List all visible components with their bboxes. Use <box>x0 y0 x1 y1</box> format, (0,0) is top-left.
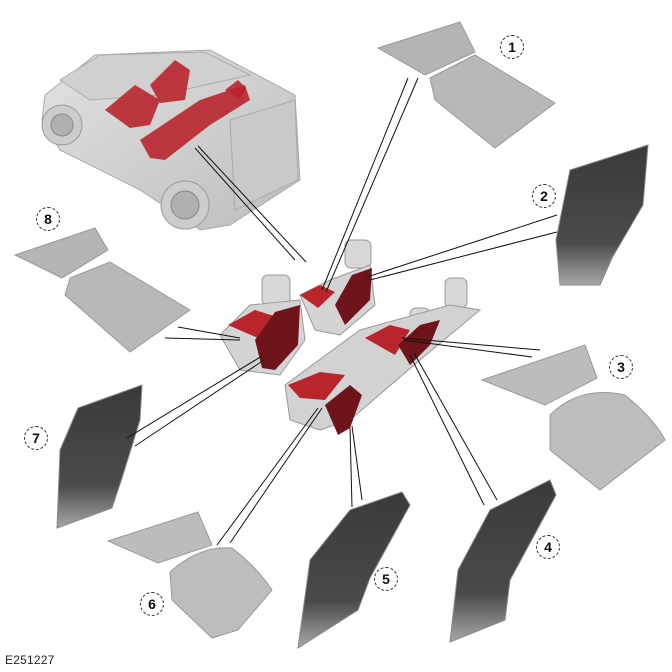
part-8-heater-mat <box>13 227 191 353</box>
leader-lines <box>126 77 558 546</box>
part-1-heater-mat <box>376 21 556 149</box>
callout-2: 2 <box>532 184 556 208</box>
rear-bench-seat <box>284 277 482 435</box>
callout-7: 7 <box>24 426 48 450</box>
callout-1: 1 <box>500 35 524 59</box>
callout-8: 8 <box>36 207 60 231</box>
front-seat-right <box>299 239 376 336</box>
part-7-heater-mat <box>56 384 143 529</box>
callout-4: 4 <box>536 535 560 559</box>
part-3-heater-mat <box>480 344 666 491</box>
part-2-heater-mat <box>555 144 649 286</box>
callout-6: 6 <box>140 592 164 616</box>
part-6-heater-mat <box>106 511 273 639</box>
front-seat-left <box>219 274 306 376</box>
callout-3: 3 <box>609 355 633 379</box>
figure-id-label: E251227 <box>5 653 55 667</box>
vehicle-location-view <box>41 49 301 231</box>
part-4-heater-mat <box>449 479 557 643</box>
callout-5: 5 <box>374 567 398 591</box>
part-5-heater-mat <box>297 491 411 649</box>
